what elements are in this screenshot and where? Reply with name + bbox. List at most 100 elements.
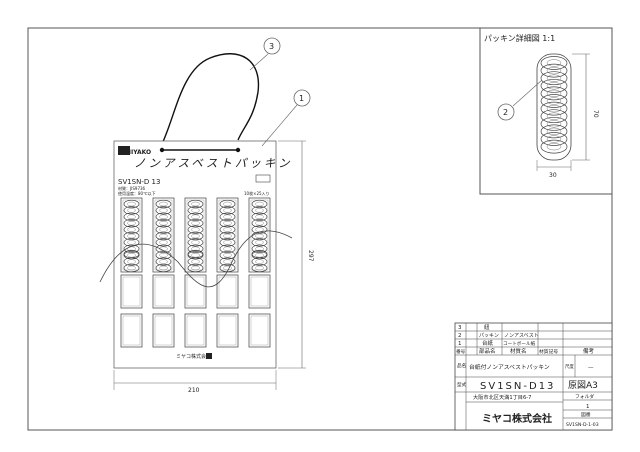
hanging-string (159, 53, 260, 149)
slot-window-inner (218, 276, 237, 307)
slot-gasket-hole (223, 214, 232, 220)
slot-gasket (251, 263, 268, 273)
gasket-ring-inner (546, 97, 562, 105)
part-3-no: 3 (458, 325, 462, 331)
model-label: 型式 (457, 381, 467, 388)
folder-value: 1 (586, 404, 590, 410)
balloon-3-leader (249, 53, 269, 71)
card-heading: ノンアスベストパッキン (134, 156, 293, 170)
card-height-dim: 297 (307, 250, 314, 262)
gasket-ring-inner (546, 66, 562, 75)
slot-gasket (123, 212, 140, 221)
slot-gasket (251, 249, 268, 259)
gasket-ring (540, 132, 568, 146)
slot-gasket (219, 257, 236, 266)
header-no: 番号 (456, 348, 466, 355)
gasket-ring-inner (546, 74, 562, 82)
product-label: 品名 (457, 362, 466, 369)
slot-gasket-hole (223, 259, 232, 264)
slot-window (248, 313, 271, 348)
slot-gasket-hole (255, 252, 264, 258)
detail-title: パッキン詳細図 1:1 (484, 33, 555, 43)
slot-gasket-hole (159, 201, 168, 207)
slot-window-inner (154, 315, 173, 346)
slot-gasket-hole (191, 208, 200, 213)
gasket-ring (540, 86, 568, 101)
model-value: SV1SN-D13 (480, 381, 555, 392)
slot-gasket (187, 225, 204, 234)
gasket-ring-inner (546, 127, 562, 136)
slot-gasket (251, 238, 268, 247)
slot-gasket (219, 244, 236, 253)
slot-gasket (187, 206, 204, 215)
slot-gasket-hole (255, 233, 264, 239)
slot-gasket (155, 219, 172, 228)
slot-gasket (219, 212, 236, 221)
header-name: 部品名 (479, 347, 496, 355)
slot-gasket (187, 244, 204, 253)
slot-gasket (251, 199, 268, 209)
slot-gasket-hole (127, 240, 136, 245)
detail-frame (479, 27, 613, 195)
card-footer-mark-box (206, 353, 212, 359)
balloon-3 (263, 37, 281, 55)
slot-gasket (155, 199, 172, 209)
slot-gasket (251, 244, 268, 253)
card-label-box (255, 174, 271, 183)
card-model: SV1SN-D 13 (118, 178, 160, 186)
slot-window (152, 313, 175, 348)
slot-gasket (123, 263, 140, 273)
slot-gasket-hole (191, 214, 200, 220)
part-2-material: ノンアスベスト (504, 333, 539, 339)
slot-gasket (219, 231, 236, 241)
slot-gasket-hole (159, 252, 168, 258)
product-card: MIYAKO ノンアスベストパッキン SV1SN-D 13 材質：JIS9736… (99, 53, 293, 369)
slot-gasket (155, 263, 172, 273)
detail-view: パッキン詳細図 1:1 70 30 2 (479, 27, 613, 195)
address: 大阪市北区天満1丁目6-7 (473, 393, 531, 401)
balloon-2-label: 2 (503, 108, 508, 117)
header-material: 材質名 (510, 347, 527, 355)
slot-gasket (123, 219, 140, 228)
slot-gasket (219, 251, 236, 260)
slot-gasket (187, 212, 204, 221)
gasket-ring-inner (546, 142, 562, 151)
slot-gasket-hole (127, 265, 136, 271)
gasket-ring (540, 56, 568, 70)
slot-gasket-hole (127, 214, 136, 220)
card-qty: 10枚×25入り (244, 190, 270, 196)
slot-gasket-hole (223, 246, 232, 252)
slot-gasket (155, 206, 172, 215)
slot-gasket (219, 219, 236, 228)
slot-window (216, 313, 239, 348)
drawing-no-label: 図番 (581, 411, 591, 418)
gasket-ring (540, 116, 568, 131)
gasket-outline (536, 53, 572, 161)
card-footer-mark: M (207, 354, 211, 360)
slot-gasket (155, 212, 172, 221)
slot-gasket (123, 206, 140, 215)
gasket-ring (540, 109, 568, 124)
slot-window-inner (154, 276, 173, 307)
balloon-1-leader (261, 104, 298, 147)
scale-value: — (588, 365, 594, 371)
slot-gasket (187, 249, 204, 259)
slot-window-inner (250, 276, 269, 307)
gasket-ring-inner (546, 135, 562, 143)
slot-gasket-hole (159, 259, 168, 264)
slot-gasket-hole (255, 265, 264, 271)
slot-gasket-hole (223, 208, 232, 213)
slot-gasket-hole (223, 252, 232, 258)
slot-gasket (187, 231, 204, 241)
slot-gasket (187, 251, 204, 260)
slot-window-inner (186, 315, 205, 346)
slot-gasket-hole (223, 227, 232, 232)
slot-gasket-hole (127, 246, 136, 252)
slot-gasket (219, 199, 236, 209)
balloon-3-label: 3 (269, 42, 274, 51)
gasket-stack (536, 53, 572, 161)
logo-text: MIYAKO (125, 149, 151, 156)
title-block: 3 紐 2 パッキン ノンアスベスト 1 台紙 コートボール紙 番号 部品名 材… (454, 322, 613, 431)
slot-gasket (219, 206, 236, 215)
slot-gasket-hole (255, 227, 264, 232)
